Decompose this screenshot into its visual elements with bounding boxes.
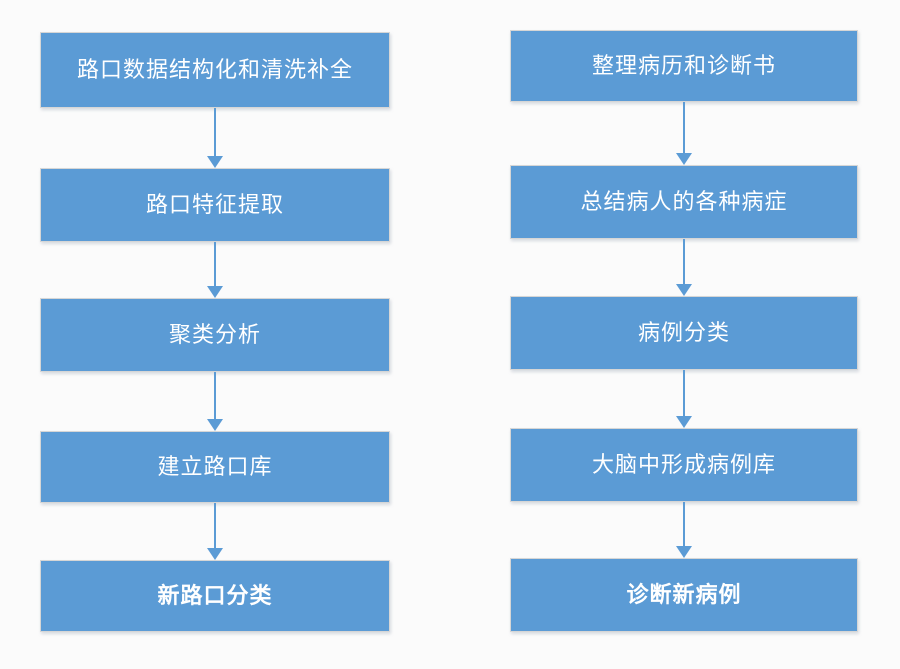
flow-arrow-left-2-to-3 (207, 242, 223, 298)
flow-node-right-4-label: 大脑中形成病例库 (591, 452, 776, 477)
arrow-shaft (214, 108, 216, 156)
arrow-shaft (683, 102, 685, 153)
flow-node-left-5[interactable]: 新路口分类 (40, 560, 390, 632)
flow-node-left-1[interactable]: 路口数据结构化和清洗补全 (40, 32, 390, 108)
flow-node-left-4-label: 建立路口库 (157, 454, 273, 479)
arrow-head-down-icon (676, 546, 692, 558)
flow-node-left-5-label: 新路口分类 (157, 583, 273, 608)
flow-arrow-left-4-to-5 (207, 503, 223, 560)
arrow-shaft (214, 503, 216, 548)
flow-node-right-1-label: 整理病历和诊断书 (591, 53, 776, 78)
flow-arrow-right-2-to-3 (676, 239, 692, 296)
flow-node-right-3-label: 病例分类 (637, 320, 730, 345)
flow-node-right-2[interactable]: 总结病人的各种病症 (510, 165, 858, 239)
flow-arrow-right-3-to-4 (676, 370, 692, 428)
arrow-shaft (683, 239, 685, 284)
flow-node-left-2[interactable]: 路口特征提取 (40, 168, 390, 242)
flow-node-right-2-label: 总结病人的各种病症 (580, 189, 788, 214)
flow-column-right: 整理病历和诊断书 总结病人的各种病症 病例分类 大脑中形成病例库 (450, 0, 900, 669)
flow-node-left-1-label: 路口数据结构化和清洗补全 (76, 57, 353, 82)
flow-arrow-left-3-to-4 (207, 372, 223, 431)
arrow-head-down-icon (676, 153, 692, 165)
flow-column-left: 路口数据结构化和清洗补全 路口特征提取 聚类分析 建立路口库 (40, 32, 390, 632)
flow-arrow-left-1-to-2 (207, 108, 223, 168)
flow-node-left-3[interactable]: 聚类分析 (40, 298, 390, 372)
arrow-head-down-icon (207, 419, 223, 431)
flow-node-right-5[interactable]: 诊断新病例 (510, 558, 858, 632)
flow-node-right-4[interactable]: 大脑中形成病例库 (510, 428, 858, 502)
arrow-shaft (214, 372, 216, 419)
flow-node-left-4[interactable]: 建立路口库 (40, 431, 390, 503)
arrow-head-down-icon (676, 284, 692, 296)
arrow-shaft (214, 242, 216, 286)
arrow-head-down-icon (676, 416, 692, 428)
flow-node-left-2-label: 路口特征提取 (145, 192, 284, 217)
arrow-shaft (683, 502, 685, 546)
flow-arrow-right-1-to-2 (676, 102, 692, 165)
flow-node-right-1[interactable]: 整理病历和诊断书 (510, 30, 858, 102)
flow-node-right-5-label: 诊断新病例 (626, 582, 742, 607)
arrow-shaft (683, 370, 685, 416)
flow-arrow-right-4-to-5 (676, 502, 692, 558)
flow-node-right-3[interactable]: 病例分类 (510, 296, 858, 370)
arrow-head-down-icon (207, 548, 223, 560)
arrow-head-down-icon (207, 286, 223, 298)
flow-node-left-3-label: 聚类分析 (168, 322, 261, 347)
arrow-head-down-icon (207, 156, 223, 168)
